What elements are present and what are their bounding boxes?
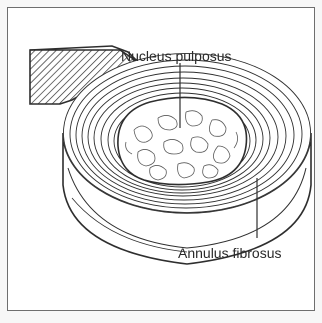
- nucleus-pulposus-label: Nucleus pulposus: [121, 48, 232, 64]
- nucleus-pulposus: [118, 97, 247, 184]
- annulus-fibrosus-label: Annulus fibrosus: [178, 245, 282, 261]
